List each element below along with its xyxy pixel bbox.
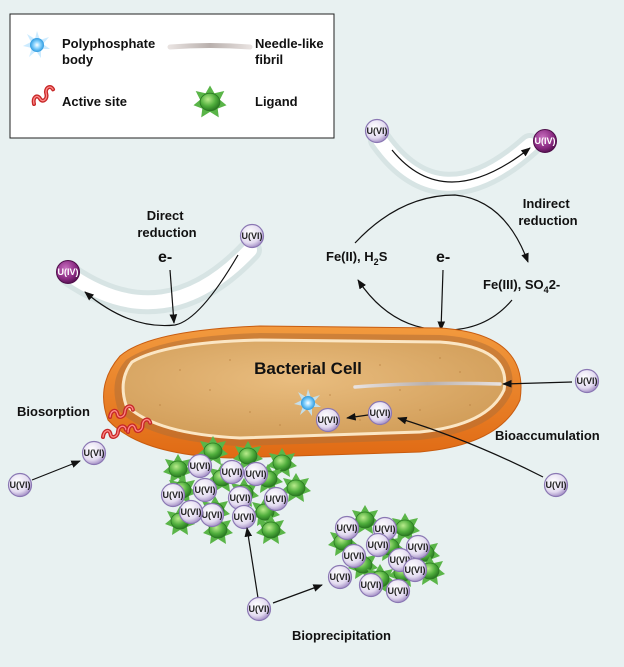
svg-text:U(VI): U(VI)	[230, 493, 251, 503]
cell-label: Bacterial Cell	[254, 359, 362, 378]
svg-text:U(VI): U(VI)	[390, 555, 411, 565]
uranium-vi-ion: U(VI)	[243, 461, 269, 487]
bioprecipitation-arrow-right	[272, 584, 323, 604]
svg-text:U(VI): U(VI)	[234, 512, 255, 522]
uranium-vi-ion: U(VI)	[364, 118, 390, 144]
uranium-vi-ion: U(VI)	[199, 502, 225, 528]
svg-text:U(VI): U(VI)	[190, 461, 211, 471]
uranium-vi-ion: U(VI)	[315, 407, 341, 433]
polyphosphate-body	[294, 389, 321, 416]
uranium-vi-ion: U(VI)	[227, 485, 253, 511]
uranium-vi-ion: U(VI)	[219, 459, 245, 485]
uranium-iv-ion: U(IV)	[56, 260, 80, 284]
bioprecipitation-arrow-left	[244, 527, 259, 599]
uranium-vi-ion: U(VI)	[367, 400, 393, 426]
bioaccumulation-arrow-fibril	[502, 379, 573, 388]
electron-arrow-indirect	[437, 269, 446, 331]
uranium-vi-ion: U(VI)	[160, 482, 186, 508]
svg-text:U(IV): U(IV)	[535, 136, 556, 146]
svg-text:U(VI): U(VI)	[408, 542, 429, 552]
svg-text:U(VI): U(VI)	[195, 485, 216, 495]
direct-reduction-arrow	[84, 254, 239, 327]
needle-fibril-legend-label: Needle-like fibril	[255, 36, 327, 67]
uranium-vi-ion: U(VI)	[263, 486, 289, 512]
direct-reduction-label: Direct reduction	[137, 208, 196, 240]
uranium-vi-ion: U(VI)	[192, 477, 218, 503]
svg-text:U(VI): U(VI)	[367, 126, 388, 136]
uranium-vi-ion: U(VI)	[341, 543, 367, 569]
uranium-vi-ion: U(VI)	[239, 223, 265, 249]
polyphosphate-legend-icon	[23, 31, 50, 58]
uranium-iv-ion: U(IV)	[533, 129, 557, 153]
svg-text:U(VI): U(VI)	[546, 480, 567, 490]
svg-text:U(VI): U(VI)	[330, 572, 351, 582]
svg-text:U(VI): U(VI)	[318, 415, 339, 425]
uranium-vi-ion: U(VI)	[402, 557, 428, 583]
svg-text:U(VI): U(VI)	[388, 586, 409, 596]
polyphosphate-legend-label: Polyphosphate body	[62, 36, 159, 67]
bioprecipitation-label: Bioprecipitation	[292, 628, 391, 643]
biosorption-label: Biosorption	[17, 404, 90, 419]
svg-text:U(VI): U(VI)	[368, 540, 389, 550]
svg-text:U(VI): U(VI)	[337, 523, 358, 533]
needle-fibril	[353, 381, 502, 389]
svg-text:U(VI): U(VI)	[375, 524, 396, 534]
svg-text:U(VI): U(VI)	[202, 510, 223, 520]
active-site-legend-label: Active site	[62, 94, 127, 109]
ligand-legend-label: Ligand	[255, 94, 298, 109]
uranium-vi-ion: U(VI)	[365, 532, 391, 558]
uranium-vi-ion: U(VI)	[387, 547, 413, 573]
svg-text:U(VI): U(VI)	[266, 494, 287, 504]
svg-text:U(VI): U(VI)	[84, 448, 105, 458]
svg-text:U(VI): U(VI)	[344, 551, 365, 561]
polyphosphate-arrow	[346, 412, 369, 421]
uranium-vi-ion: U(VI)	[358, 572, 384, 598]
uranium-vi-ion: U(VI)	[187, 453, 213, 479]
legend-box: Polyphosphate body Needle-like fibril Ac…	[9, 13, 335, 139]
svg-text:U(VI): U(VI)	[361, 580, 382, 590]
uranium-vi-ion: U(VI)	[231, 504, 257, 530]
electron-label-indirect: e-	[436, 249, 450, 266]
precipitate-cluster-left: U(VI)U(VI)U(VI)U(VI)U(VI)U(VI)U(VI)U(VI)…	[160, 435, 312, 545]
uranium-vi-ion: U(VI)	[81, 440, 107, 466]
needle-fibril-legend-icon	[167, 43, 253, 50]
svg-text:U(VI): U(VI)	[370, 408, 391, 418]
svg-text:U(VI): U(VI)	[405, 565, 426, 575]
bioaccumulation-arrow	[397, 416, 544, 478]
indirect-reduction-label: Indirect reduction	[518, 196, 577, 228]
uranium-vi-ion: U(VI)	[385, 578, 411, 604]
uranium-vi-ion: U(VI)	[372, 516, 398, 542]
svg-text:U(VI): U(VI)	[242, 231, 263, 241]
svg-text:U(VI): U(VI)	[246, 469, 267, 479]
uranium-vi-ion: U(VI)	[178, 499, 204, 525]
fe2-h2s-label: Fe(II), H2S	[326, 249, 388, 267]
svg-text:U(VI): U(VI)	[577, 376, 598, 386]
svg-text:U(VI): U(VI)	[222, 467, 243, 477]
uranium-vi-ion: U(VI)	[543, 472, 569, 498]
svg-text:U(VI): U(VI)	[181, 507, 202, 517]
bacterial-cell	[103, 325, 522, 459]
biosorption-arrow	[31, 460, 81, 481]
svg-text:U(VI): U(VI)	[10, 480, 31, 490]
uranium-vi-ion: U(VI)	[574, 368, 600, 394]
cycle-arrow-upper	[354, 194, 529, 263]
svg-text:U(VI): U(VI)	[163, 490, 184, 500]
fe3-so4-label: Fe(III), SO42-	[483, 277, 560, 295]
uranium-vi-ion: U(VI)	[334, 515, 360, 541]
electron-label-direct: e-	[158, 249, 172, 266]
svg-text:U(IV): U(IV)	[58, 267, 79, 277]
uranium-vi-ion: U(VI)	[327, 564, 353, 590]
electron-arrow-direct	[169, 269, 178, 324]
uranium-vi-ion: U(VI)	[7, 472, 33, 498]
bioaccumulation-label: Bioaccumulation	[495, 428, 600, 443]
precipitate-cluster-right: U(VI)U(VI)U(VI)U(VI)U(VI)U(VI)U(VI)U(VI)…	[327, 504, 446, 604]
svg-text:U(VI): U(VI)	[249, 604, 270, 614]
uranium-vi-ion: U(VI)	[405, 534, 431, 560]
uranium-vi-ion: U(VI)	[246, 596, 272, 622]
indirect-top-arrow	[391, 147, 531, 183]
